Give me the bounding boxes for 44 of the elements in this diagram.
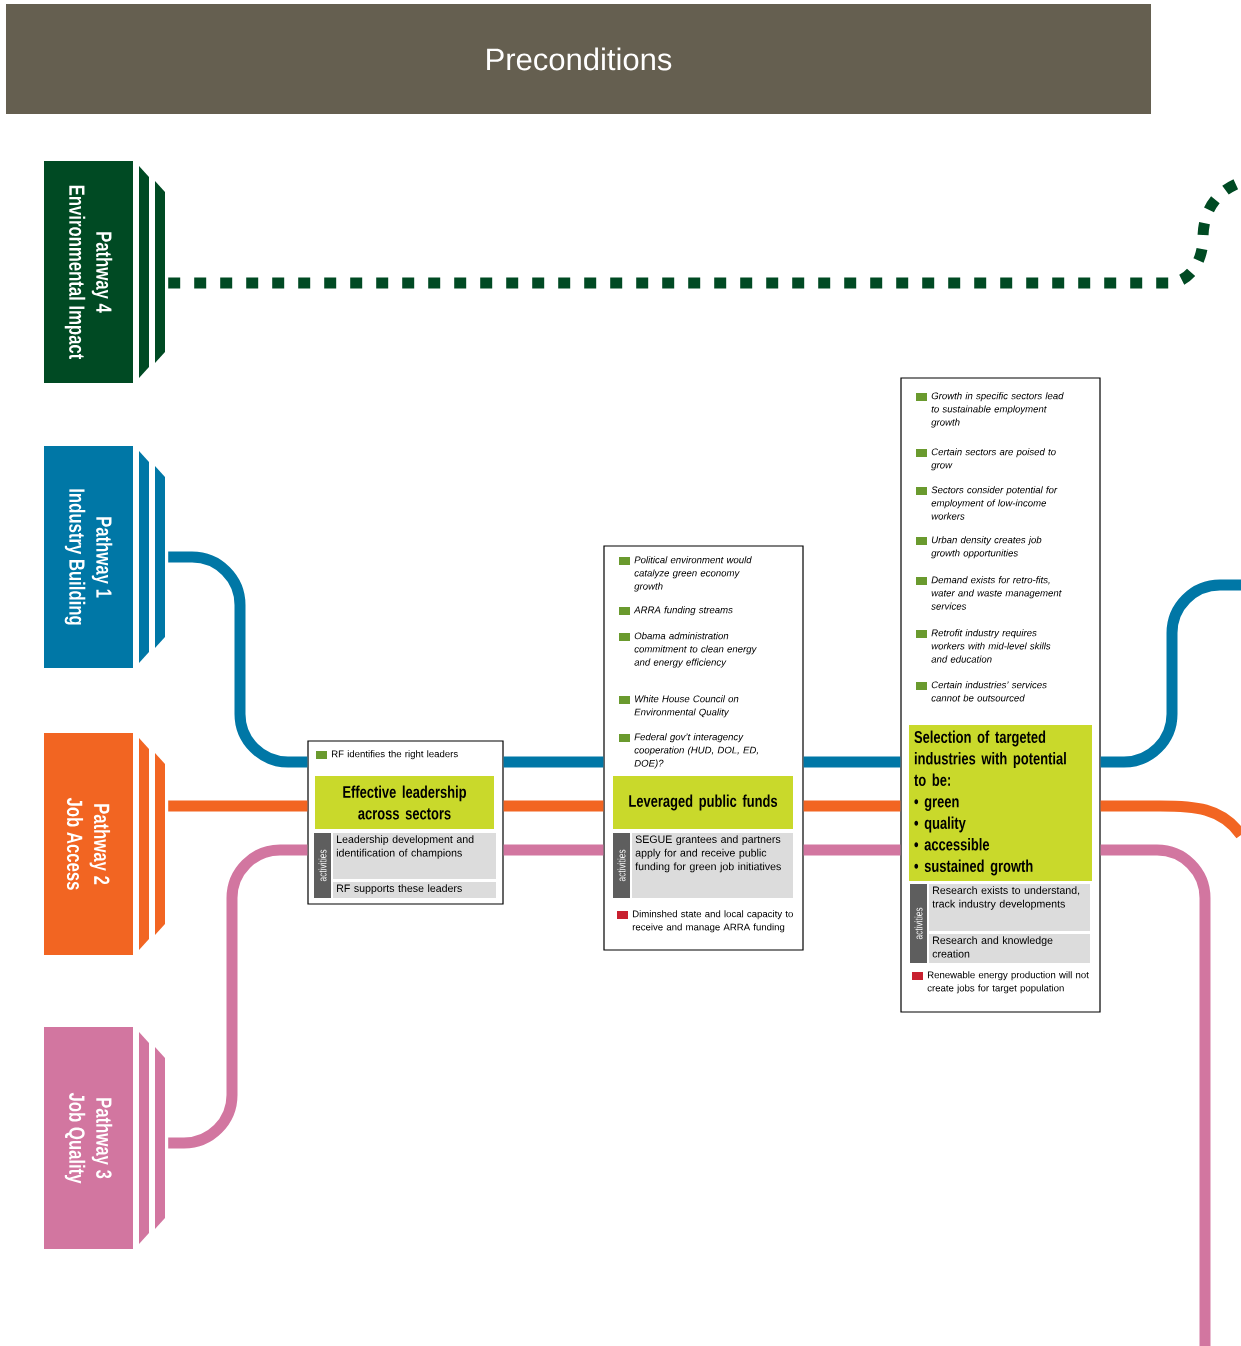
bullet-item: Urban density creates job growth opportunities bbox=[916, 536, 1042, 559]
bullet-item: Federal gov’t interagency cooperation (HUD, DOL, ED, DOE)? bbox=[619, 733, 758, 769]
activity-cell: Research and knowledge creation bbox=[929, 934, 1090, 963]
bullet-item: Growth in specific sectors lead to sustainable employment growth bbox=[916, 392, 1064, 428]
pathway-line bbox=[803, 756, 901, 768]
activity-cell: Research exists to understand, track industry developments bbox=[929, 884, 1090, 931]
activity-cell: SEGUE grantees and partners apply for and receive public funding for green job initiatives bbox=[632, 833, 793, 898]
activities-tab: activities bbox=[910, 884, 927, 963]
pathway-line bbox=[1100, 800, 1241, 839]
pathway-line bbox=[503, 800, 604, 812]
outcome-box: Selection of targeted industries with potential to be: • green • quality • accessible • sustained growth bbox=[909, 725, 1092, 881]
pathway-line bbox=[1100, 844, 1211, 1346]
pathway-tab: Pathway 1 Industry Building bbox=[44, 446, 165, 668]
pathway-line bbox=[168, 844, 308, 1149]
pathway-line bbox=[168, 177, 1241, 289]
outcome-box: Leveraged public funds bbox=[613, 776, 793, 829]
pathway-tab: Pathway 2 Job Access bbox=[44, 733, 165, 955]
pathway-line bbox=[803, 844, 901, 856]
bullet-item: Certain sectors are poised to grow bbox=[916, 448, 1056, 471]
bullet-item: Obama administration commitment to clean energy and energy efficiency bbox=[619, 632, 757, 668]
bullet-item: ARRA funding streams bbox=[619, 606, 733, 616]
pathway-line bbox=[503, 844, 604, 856]
header-band: Preconditions bbox=[6, 4, 1151, 114]
pathway-line bbox=[168, 551, 308, 768]
activities-tab: activities bbox=[314, 833, 331, 898]
pathway-tab: Pathway 4 Environmental Impact bbox=[44, 161, 165, 383]
outcome-box: Effective leadership across sectors bbox=[315, 776, 494, 829]
pathway-tab: Pathway 3 Job Quality bbox=[44, 1027, 165, 1249]
bullet-item: Diminshed state and local capacity to receive and manage ARRA funding bbox=[617, 910, 793, 933]
pathway-line bbox=[1100, 579, 1241, 768]
activities-tab: activities bbox=[613, 833, 630, 898]
bullet-item: Retrofit industry requires workers with mid-level skills and education bbox=[916, 629, 1051, 663]
pathway-line bbox=[503, 756, 604, 768]
bullet-item: White House Council on Environmental Quality bbox=[619, 695, 739, 718]
activity-cell: RF supports these leaders bbox=[333, 882, 496, 898]
bullet-item: Renewable energy production will not create jobs for target population bbox=[912, 971, 1089, 994]
pathway-line bbox=[803, 800, 901, 812]
activity-cell: Leadership development and identification of champions bbox=[333, 833, 496, 879]
bullet-item: RF identifies the right leaders bbox=[316, 750, 458, 760]
bullet-item: Sectors consider potential for employment of low-income workers bbox=[916, 486, 1058, 520]
pathway-line bbox=[168, 800, 308, 812]
bullet-item: Political environment would catalyze green economy growth bbox=[619, 556, 752, 592]
bullet-item: Certain industries’ services cannot be outsourced bbox=[916, 681, 1047, 702]
bullet-item: Demand exists for retro-fits, water and waste management services bbox=[916, 576, 1062, 610]
